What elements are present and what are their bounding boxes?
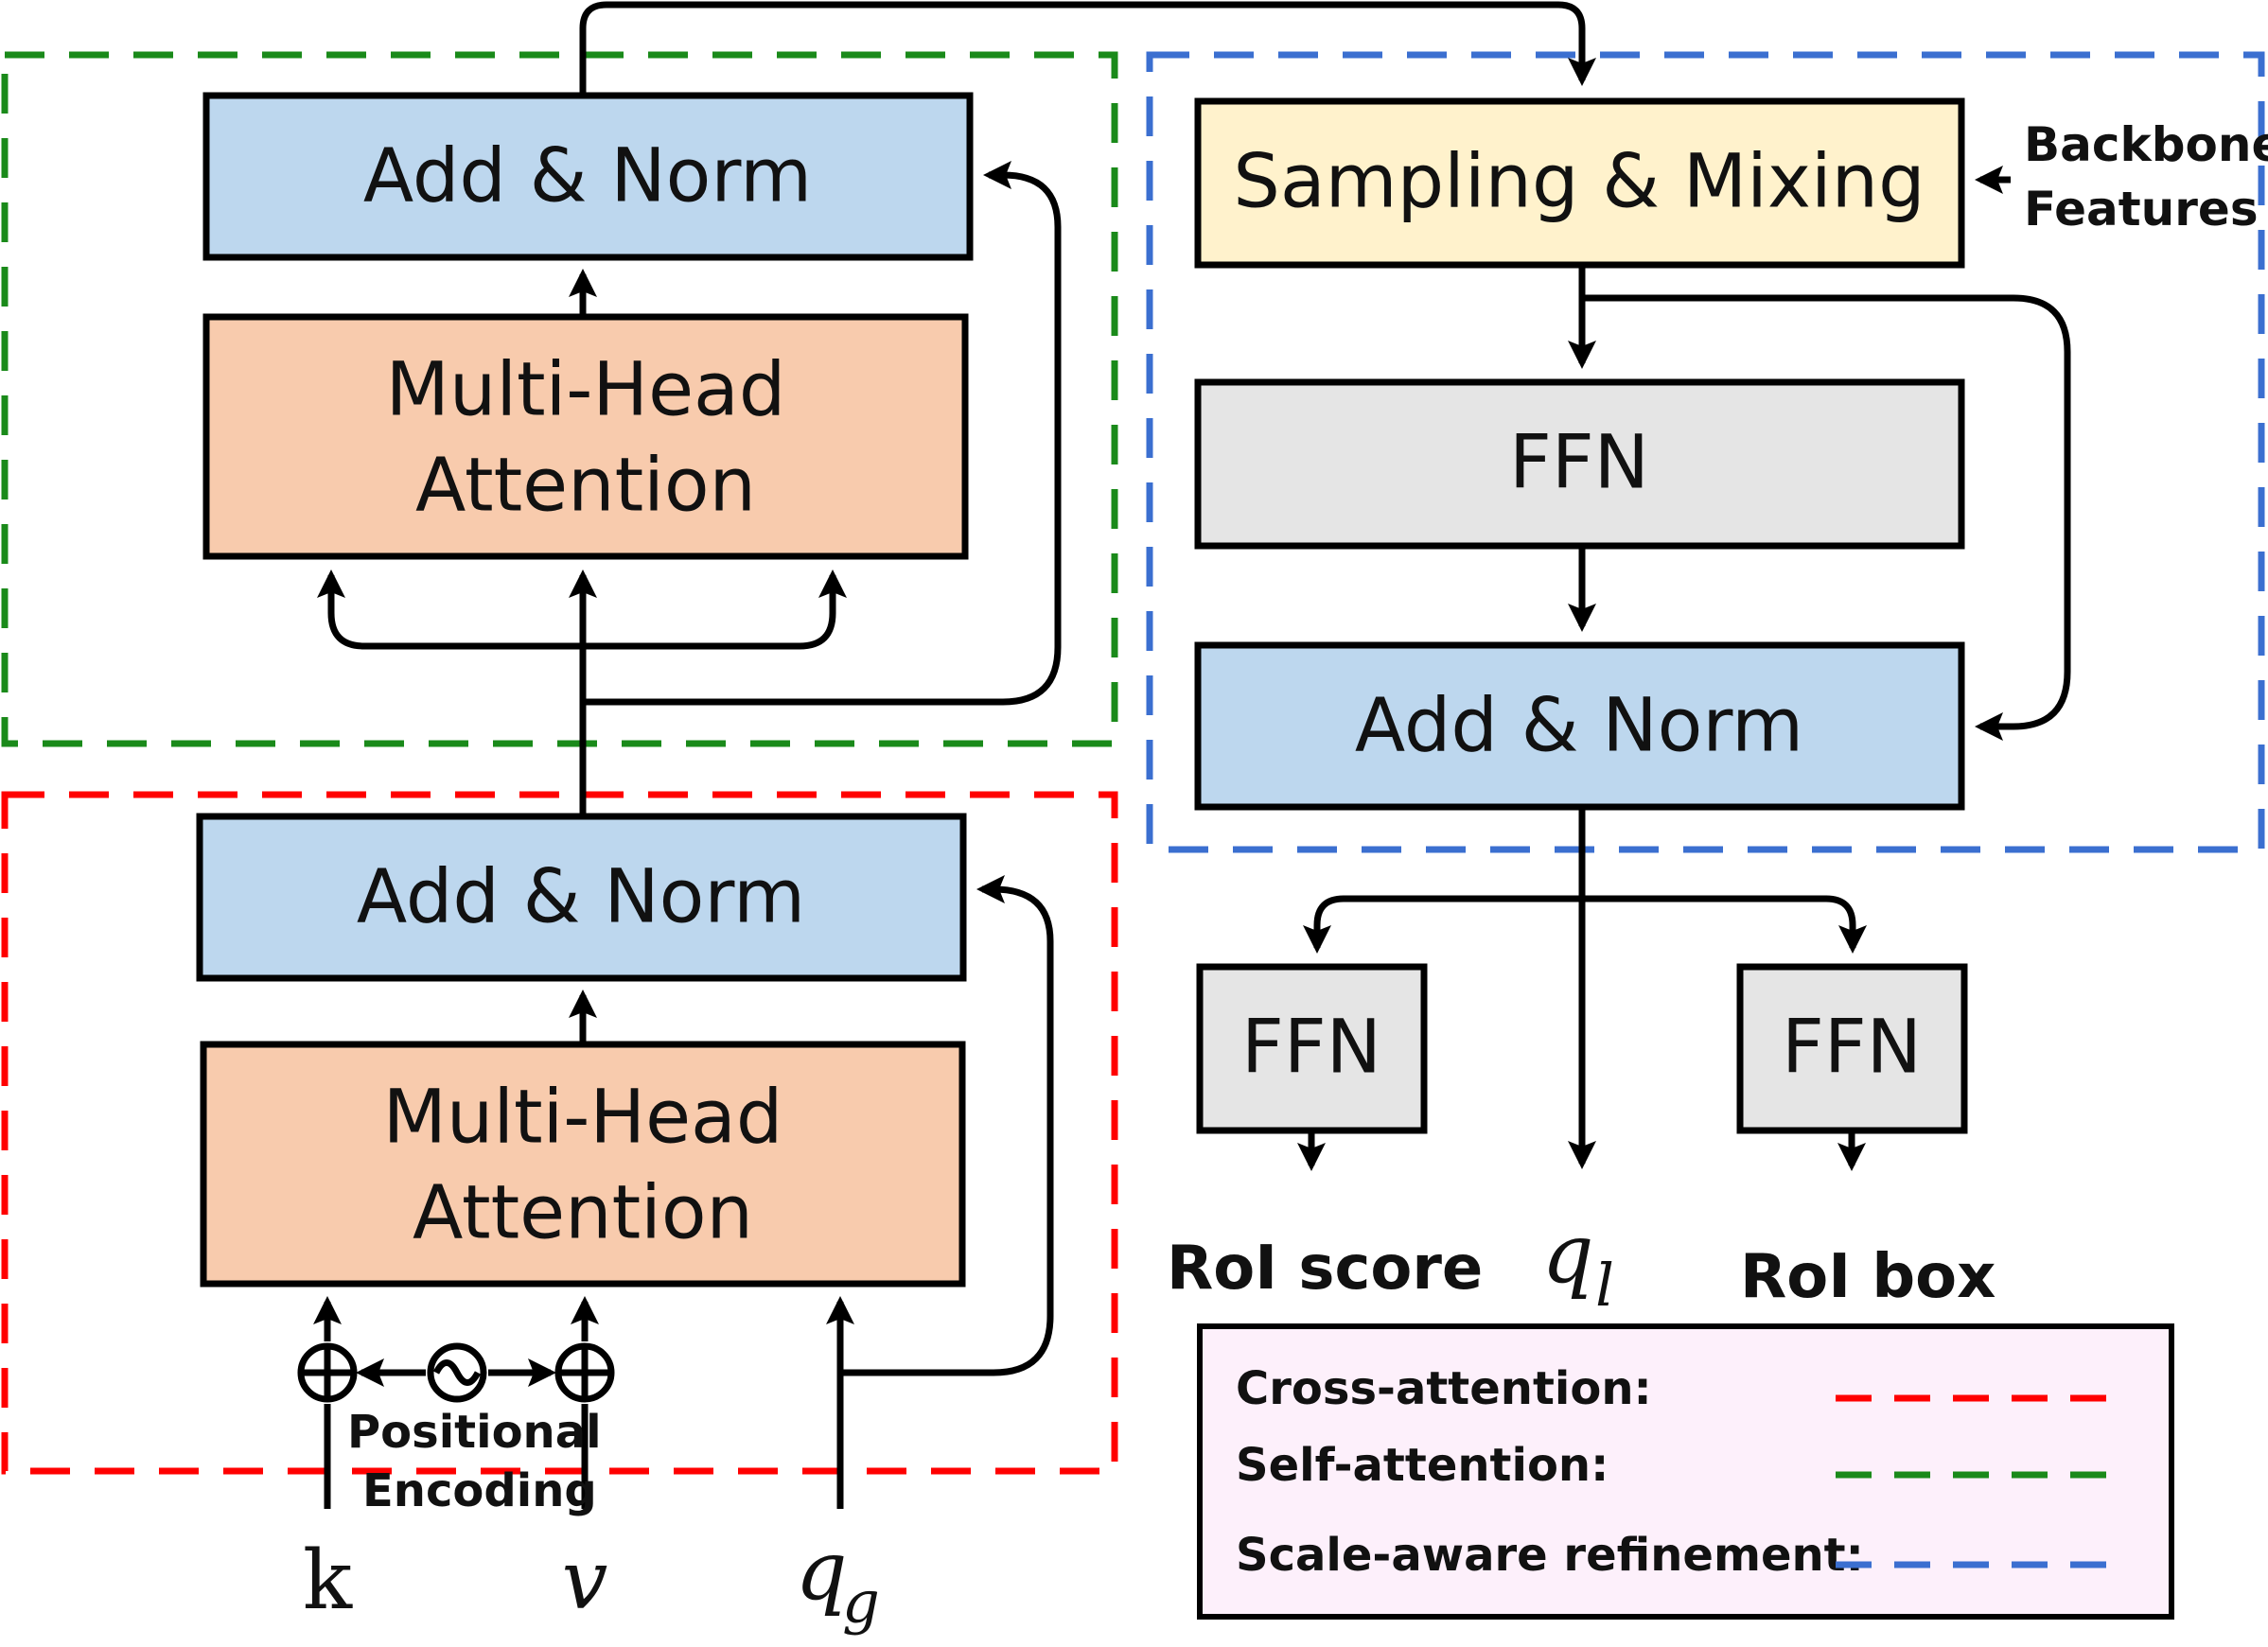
ql-subscript: l bbox=[1595, 1251, 1614, 1320]
cross-attention-frame bbox=[1, 791, 1118, 1475]
self-mha-label-line1: Multi-Head bbox=[386, 347, 786, 432]
legend-box bbox=[1197, 1323, 2174, 1620]
refine-add-norm-label: Add & Norm bbox=[1355, 683, 1803, 768]
self-mha-label-line2: Attention bbox=[415, 443, 756, 528]
qg-subscript: g bbox=[842, 1568, 880, 1637]
cross-mha-box bbox=[200, 1041, 966, 1288]
output-to-reg-arrow bbox=[1582, 895, 1867, 954]
positional-encoding-line2: Encoding bbox=[362, 1464, 597, 1517]
self-residual-arrow bbox=[583, 161, 1062, 706]
cross-residual-arrow bbox=[840, 875, 1054, 1376]
legend-self-label: Self-attention: bbox=[1236, 1439, 1609, 1492]
k-adder-icon bbox=[297, 1342, 358, 1403]
roi-box-label: RoI box bbox=[1740, 1242, 1995, 1312]
cls-ffn-box bbox=[1196, 963, 1428, 1134]
sampling-mixing-label: Sampling & Mixing bbox=[1233, 139, 1925, 224]
output-to-cls-arrow bbox=[1303, 895, 1582, 954]
positional-encoding-line1: Positional bbox=[347, 1406, 602, 1459]
backbone-features-line1: Backbone bbox=[2024, 117, 2268, 172]
cross-add-norm-box bbox=[196, 813, 967, 982]
ql-symbol: q l bbox=[1541, 1207, 1613, 1320]
refine-ffn-label: FFN bbox=[1509, 420, 1649, 505]
cross-mha-label-line1: Multi-Head bbox=[383, 1075, 783, 1160]
cross-add-norm-label: Add & Norm bbox=[357, 854, 805, 939]
cross-mha-label-line2: Attention bbox=[413, 1170, 753, 1255]
v-adder-icon bbox=[554, 1342, 615, 1403]
reg-ffn-label: FFN bbox=[1782, 1005, 1922, 1090]
refine-residual-arrow bbox=[1582, 294, 2071, 741]
cls-ffn-label: FFN bbox=[1241, 1005, 1381, 1090]
self-to-refine-connector bbox=[579, 1, 1596, 96]
scale-refinement-frame bbox=[1146, 51, 2265, 853]
ql-base: q bbox=[1541, 1207, 1593, 1302]
self-q-input-arrow bbox=[583, 569, 847, 650]
roi-score-label: RoI score bbox=[1167, 1234, 1483, 1304]
connector-lines bbox=[313, 1, 2071, 1509]
legend-scale-label: Scale-aware refinement: bbox=[1236, 1529, 1864, 1582]
qg-base: q bbox=[795, 1524, 847, 1619]
reg-ffn-box bbox=[1736, 963, 1968, 1134]
v-symbol: v bbox=[562, 1533, 608, 1628]
backbone-features-line2: Features bbox=[2024, 182, 2259, 237]
self-k-input-arrow bbox=[317, 569, 583, 650]
self-attention-frame bbox=[1, 51, 1118, 747]
refine-add-norm-box bbox=[1194, 641, 1965, 811]
positional-encoding-icon bbox=[427, 1342, 487, 1403]
legend-cross-label: Cross-attention: bbox=[1236, 1362, 1652, 1415]
qg-symbol: q g bbox=[795, 1524, 879, 1637]
self-add-norm-box bbox=[202, 92, 974, 261]
k-symbol: k bbox=[303, 1533, 353, 1628]
self-add-norm-label: Add & Norm bbox=[363, 133, 812, 219]
